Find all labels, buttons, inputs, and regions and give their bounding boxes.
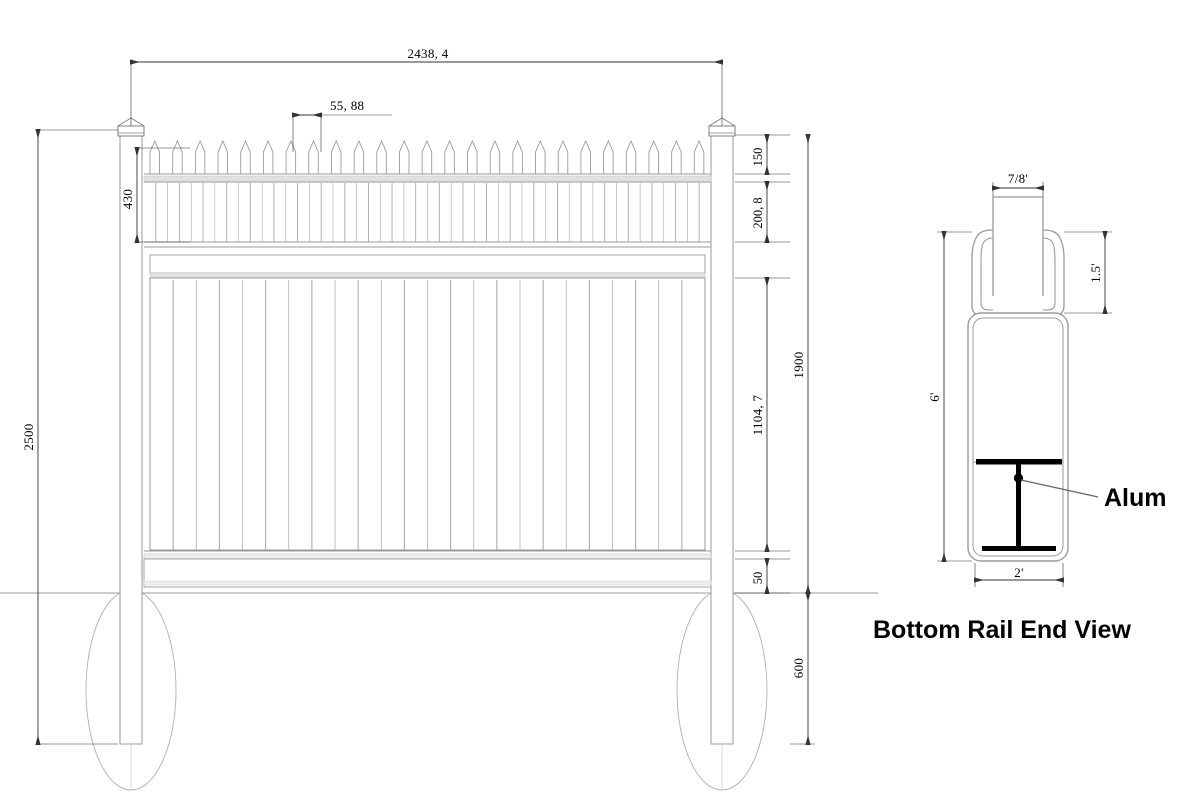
picket [217,139,229,174]
rail-shoulder-left-inner [980,237,994,311]
privacy-panel [149,277,706,551]
rail-shoulder-right-outer [1042,229,1065,317]
picket-row [149,139,705,174]
dim-neck-width: 7/8' [1008,171,1028,186]
rail-shoulder-left-outer [971,229,994,317]
picket [489,139,501,174]
picket [467,139,478,174]
picket [580,139,591,174]
picket [285,139,297,174]
picket [376,139,387,174]
post-cap-right [708,125,736,137]
dim-section-height: 6' [927,392,942,401]
rail-body-outer [967,312,1069,562]
dim-privacy-panel: 1104, 7 [750,394,765,435]
picket [512,139,523,174]
picket [693,139,705,174]
dim-upper-rail-band: 200, 8 [751,197,765,228]
fence-elevation-group [0,117,878,791]
alum-callout-dot [1013,473,1024,483]
picket [603,139,614,174]
dim-bottom-rail: 50 [751,572,765,585]
post-cap-left [117,125,145,137]
picket [353,139,365,174]
dim-cap-to-rail: 150 [751,148,765,167]
picket [330,139,342,174]
picket [671,139,682,174]
picket [308,139,319,174]
dim-neck-height: 1.5' [1088,263,1103,283]
picket [535,139,546,174]
picket [648,139,659,174]
picket [399,139,410,174]
alum-leader-line [1020,479,1099,498]
dimension-lines-elevation: 2438, 4 55, 88 2500 430 150 [21,46,815,745]
section-title: Bottom Rail End View [873,616,1131,644]
dim-picket-section: 430 [120,189,135,209]
picket [194,139,206,174]
picket [149,139,160,174]
dim-section-width: 2' [1014,565,1023,580]
bottom-rail-section-group: Alum 7/8' 1.5' 6' 2' Bottom Rail End Vi [873,171,1167,644]
picket [240,139,251,174]
picket [262,139,274,174]
picket [625,139,637,174]
picket [557,139,569,174]
picket [172,139,183,174]
picket [444,139,455,174]
dim-picket-pitch: 55, 88 [330,98,364,113]
dim-above-grade: 1900 [791,351,806,378]
aluminum-insert [976,459,1062,551]
bottom-rail [143,550,712,588]
rail-body-inner [972,317,1064,557]
alum-label: Alum [1104,484,1167,512]
upper-rail-band [143,173,712,183]
picket [421,139,433,174]
privacy-board-row [172,280,683,550]
rail-neck [992,196,1044,296]
rail-shoulder-right-inner [1042,237,1056,311]
post-right [708,117,736,745]
dim-below-grade: 600 [791,658,806,678]
post-left [117,117,145,745]
dim-post-height: 2500 [21,423,36,450]
dim-overall-width: 2438, 4 [407,46,448,61]
baluster-row [155,183,700,242]
mid-rail-band [144,246,711,279]
